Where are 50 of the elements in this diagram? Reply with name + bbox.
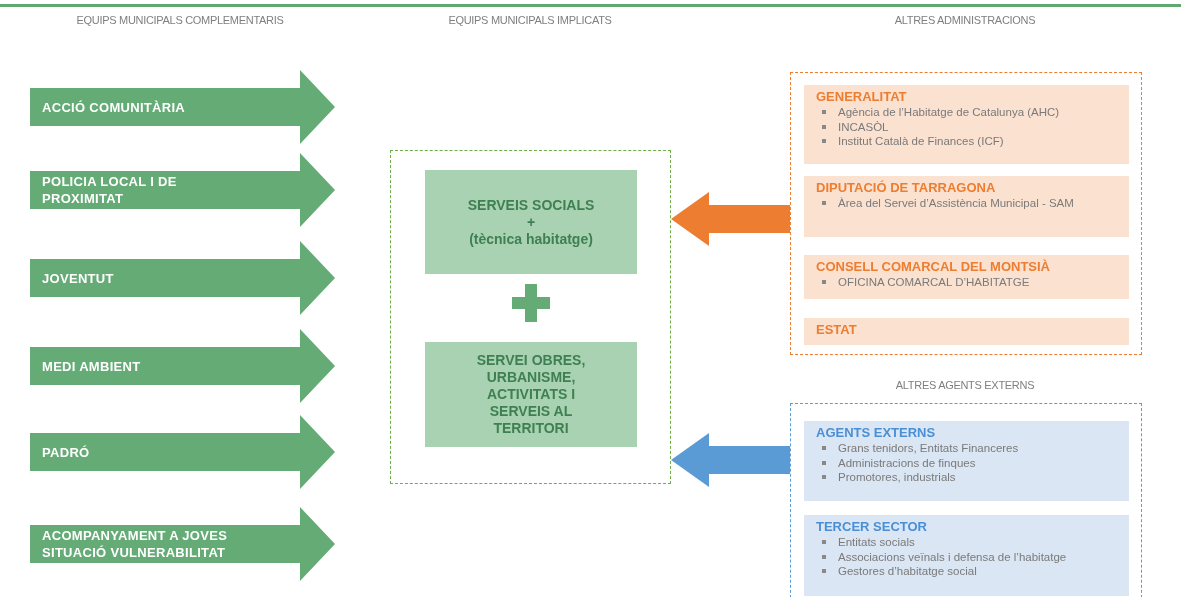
info-card	[804, 515, 1129, 596]
dashed-group-frame	[790, 403, 1142, 597]
arrow-shaped-panel	[30, 329, 335, 403]
dashed-group-frame	[790, 72, 1142, 355]
box-text: SERVEI OBRES, URBANISME, ACTIVITATS I SERVEIS AL TERRITORI	[475, 352, 587, 437]
column-heading: ALTRES AGENTS EXTERNS	[895, 379, 1035, 391]
dashed-group-frame	[390, 150, 671, 484]
card-heading: CONSELL COMARCAL DEL MONTSIÀ	[816, 259, 1051, 275]
info-card	[804, 255, 1129, 299]
info-card	[804, 85, 1129, 164]
list-item: Gestores d’habitatge social	[838, 564, 977, 579]
list-item: Promotores, industrials	[838, 470, 956, 485]
arrow-shaped-panel	[30, 415, 335, 489]
box-text: +	[526, 213, 536, 231]
box-text: (tècnica habitatge)	[469, 230, 593, 248]
arrow-shaped-panel	[30, 153, 335, 227]
list-item: Agència de l’Habitatge de Catalunya (AHC)	[838, 105, 1060, 120]
arrow-shaped-panel	[30, 70, 335, 144]
column-heading: EQUIPS MUNICIPALS COMPLEMENTARIS	[76, 14, 284, 26]
card-heading: ESTAT	[816, 322, 858, 338]
arrow-label: MEDI AMBIENT	[42, 357, 142, 375]
list-item: Institut Català de Finances (ICF)	[838, 134, 1004, 149]
column-heading: EQUIPS MUNICIPALS IMPLICATS	[448, 14, 612, 26]
info-card	[804, 421, 1129, 501]
arrow-label: ACOMPANYAMENT A JOVES SITUACIÓ VULNERABILITAT	[42, 527, 229, 561]
service-box	[425, 342, 637, 447]
info-card	[804, 318, 1129, 345]
service-box	[425, 170, 637, 274]
card-heading: GENERALITAT	[816, 89, 908, 105]
block-arrow-connector	[671, 433, 790, 487]
list-item: INCASÒL	[838, 119, 889, 134]
list-item: OFICINA COMARCAL D’HABITATGE	[838, 275, 1030, 290]
list-item: Àrea del Servei d’Assistència Municipal - SAM	[838, 196, 1074, 211]
card-heading: DIPUTACIÓ DE TARRAGONA	[816, 180, 997, 196]
list-item: Entitats socials	[838, 535, 915, 550]
card-heading: AGENTS EXTERNS	[816, 425, 937, 441]
info-card	[804, 176, 1129, 237]
column-heading: ALTRES ADMINISTRACIONS	[894, 14, 1036, 26]
arrow-label: POLICIA LOCAL I DE PROXIMITAT	[42, 173, 178, 207]
list-item: Associacions veïnals i defensa de l’habitatge	[838, 549, 1067, 564]
list-item: Administracions de finques	[838, 455, 976, 470]
block-arrow-connector	[671, 192, 790, 246]
arrow-label: ACCIÓ COMUNITÀRIA	[42, 98, 187, 116]
arrow-label: PADRÓ	[42, 443, 91, 461]
arrow-shaped-panel	[30, 241, 335, 315]
arrow-label: JOVENTUT	[42, 269, 115, 287]
box-text: SERVEIS SOCIALS	[467, 196, 595, 214]
card-heading: TERCER SECTOR	[816, 519, 928, 535]
arrow-shaped-panel	[30, 507, 335, 581]
list-item: Grans tenidors, Entitats Financeres	[838, 441, 1019, 456]
